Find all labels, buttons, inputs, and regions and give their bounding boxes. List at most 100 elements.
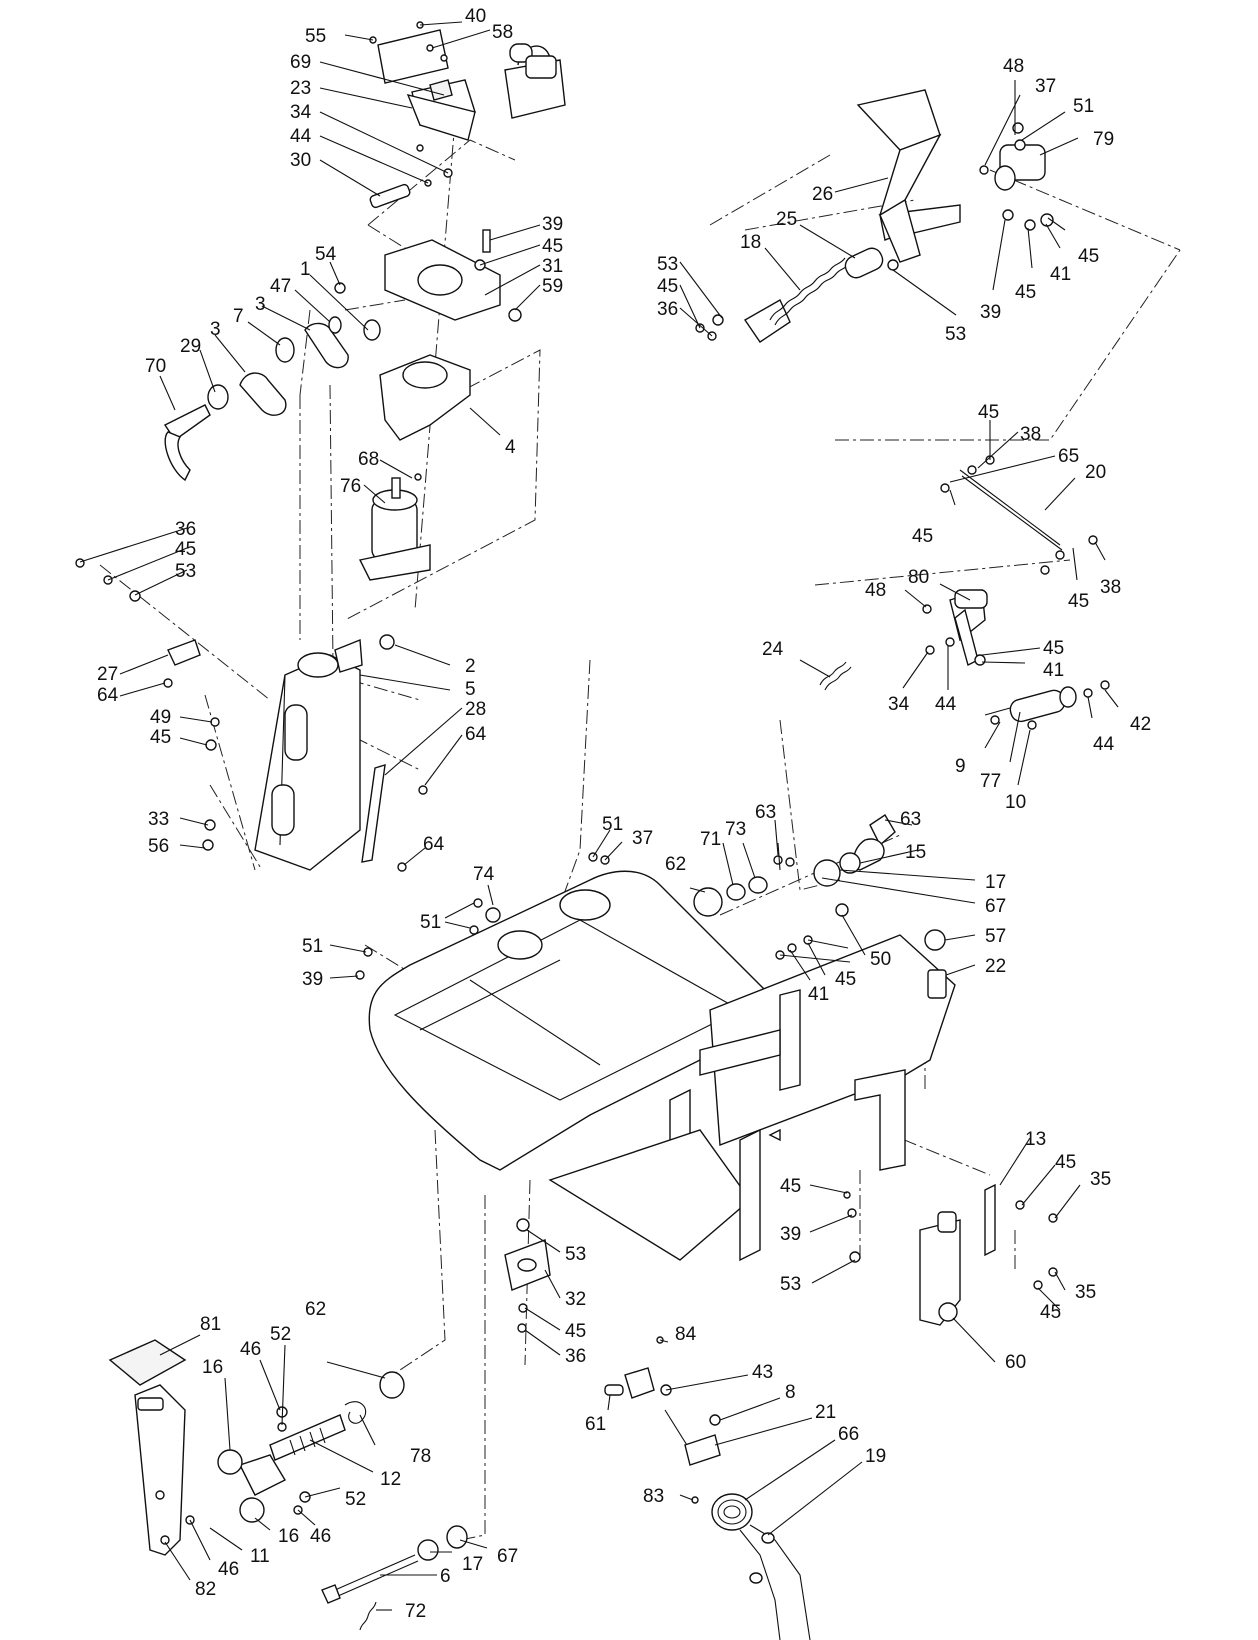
callout-51: 51 [420, 912, 441, 933]
callout-46: 46 [218, 1559, 239, 1580]
bracket-32 [504, 1239, 551, 1291]
callout-39: 39 [780, 1224, 801, 1245]
callout-31: 31 [542, 256, 563, 277]
joystick-assembly [377, 29, 566, 141]
callout-68: 68 [358, 449, 379, 470]
callout-64: 64 [423, 834, 445, 855]
callout-63: 63 [755, 802, 776, 823]
callout-39: 39 [980, 302, 1001, 323]
callout-44: 44 [1093, 734, 1115, 755]
spring-24 [819, 661, 852, 691]
callout-38: 38 [1100, 577, 1121, 598]
callout-84: 84 [675, 1324, 697, 1345]
bracket-4 [379, 354, 471, 441]
callout-6: 6 [440, 1566, 451, 1587]
callout-80: 80 [908, 567, 929, 588]
callout-45: 45 [1068, 591, 1089, 612]
callout-55: 55 [305, 26, 326, 47]
callout-60: 60 [1005, 1352, 1026, 1373]
callout-26: 26 [812, 184, 833, 205]
callout-51: 51 [1073, 96, 1094, 117]
small-brackets-left [167, 639, 386, 863]
callout-77: 77 [980, 771, 1001, 792]
callout-45: 45 [1078, 246, 1099, 267]
callout-41: 41 [808, 984, 829, 1005]
shaft-6 [321, 1525, 468, 1604]
callout-39: 39 [542, 214, 563, 235]
callout-45: 45 [978, 402, 999, 423]
pedal-26 [856, 89, 961, 263]
callout-42: 42 [1130, 714, 1151, 735]
column-5 [254, 638, 363, 871]
pedal-assembly-81 [108, 1339, 405, 1556]
callout-43: 43 [752, 1362, 773, 1383]
callout-48: 48 [1003, 56, 1024, 77]
callout-34: 34 [888, 694, 910, 715]
callout-65: 65 [1058, 446, 1079, 467]
callout-58: 58 [492, 22, 513, 43]
callout-33: 33 [148, 809, 169, 830]
callout-8: 8 [785, 1382, 796, 1403]
callout-10: 10 [1005, 792, 1026, 813]
callout-21: 21 [815, 1402, 836, 1423]
callout-38: 38 [1020, 424, 1041, 445]
callout-27: 27 [97, 664, 118, 685]
callout-57: 57 [985, 926, 1006, 947]
callout-41: 41 [1050, 264, 1071, 285]
lever-80 [949, 589, 988, 667]
callout-9: 9 [955, 756, 966, 777]
callout-61: 61 [585, 1414, 606, 1435]
callout-18: 18 [740, 232, 761, 253]
callout-13: 13 [1025, 1129, 1046, 1150]
callout-11: 11 [250, 1546, 270, 1567]
callout-45: 45 [1040, 1302, 1061, 1323]
spring-72 [359, 1601, 377, 1631]
damper-77 [984, 686, 1077, 723]
valve-60 [919, 1183, 996, 1326]
callout-12: 12 [380, 1469, 401, 1490]
callout-53: 53 [780, 1274, 801, 1295]
rod-20 [959, 469, 1063, 551]
callout-73: 73 [725, 819, 746, 840]
callout-59: 59 [542, 276, 563, 297]
callout-39: 39 [302, 969, 323, 990]
linkage-21 [604, 1367, 721, 1466]
callout-64: 64 [465, 724, 487, 745]
callout-40: 40 [465, 6, 486, 27]
callout-3: 3 [255, 294, 266, 315]
callout-67: 67 [497, 1546, 518, 1567]
frame-main [368, 870, 956, 1262]
callout-82: 82 [195, 1579, 216, 1600]
callout-52: 52 [345, 1489, 366, 1510]
upper-mount-plate [384, 239, 501, 321]
callout-52: 52 [270, 1324, 291, 1345]
callout-7: 7 [233, 306, 244, 327]
callout-22: 22 [985, 956, 1006, 977]
callout-70: 70 [145, 356, 166, 377]
cable-19 [711, 1493, 811, 1640]
callout-37: 37 [1035, 76, 1056, 97]
link-arms [163, 316, 381, 482]
hardware-small [75, 21, 1110, 1545]
callout-36: 36 [657, 299, 678, 320]
callout-16: 16 [278, 1526, 299, 1547]
callout-37: 37 [632, 828, 653, 849]
callout-1: 1 [300, 259, 311, 280]
callout-45: 45 [1055, 1152, 1076, 1173]
callout-46: 46 [240, 1339, 261, 1360]
callout-20: 20 [1085, 462, 1106, 483]
callout-36: 36 [175, 519, 196, 540]
callout-32: 32 [565, 1289, 586, 1310]
callout-53: 53 [657, 254, 678, 275]
callout-51: 51 [602, 814, 623, 835]
callout-62: 62 [305, 1299, 326, 1320]
callout-15: 15 [905, 842, 926, 863]
callout-45: 45 [912, 526, 933, 547]
callout-76: 76 [340, 476, 361, 497]
callout-45: 45 [542, 236, 563, 257]
callout-17: 17 [985, 872, 1006, 893]
callout-17: 17 [462, 1554, 483, 1575]
callout-28: 28 [465, 699, 486, 720]
callout-25: 25 [776, 209, 797, 230]
